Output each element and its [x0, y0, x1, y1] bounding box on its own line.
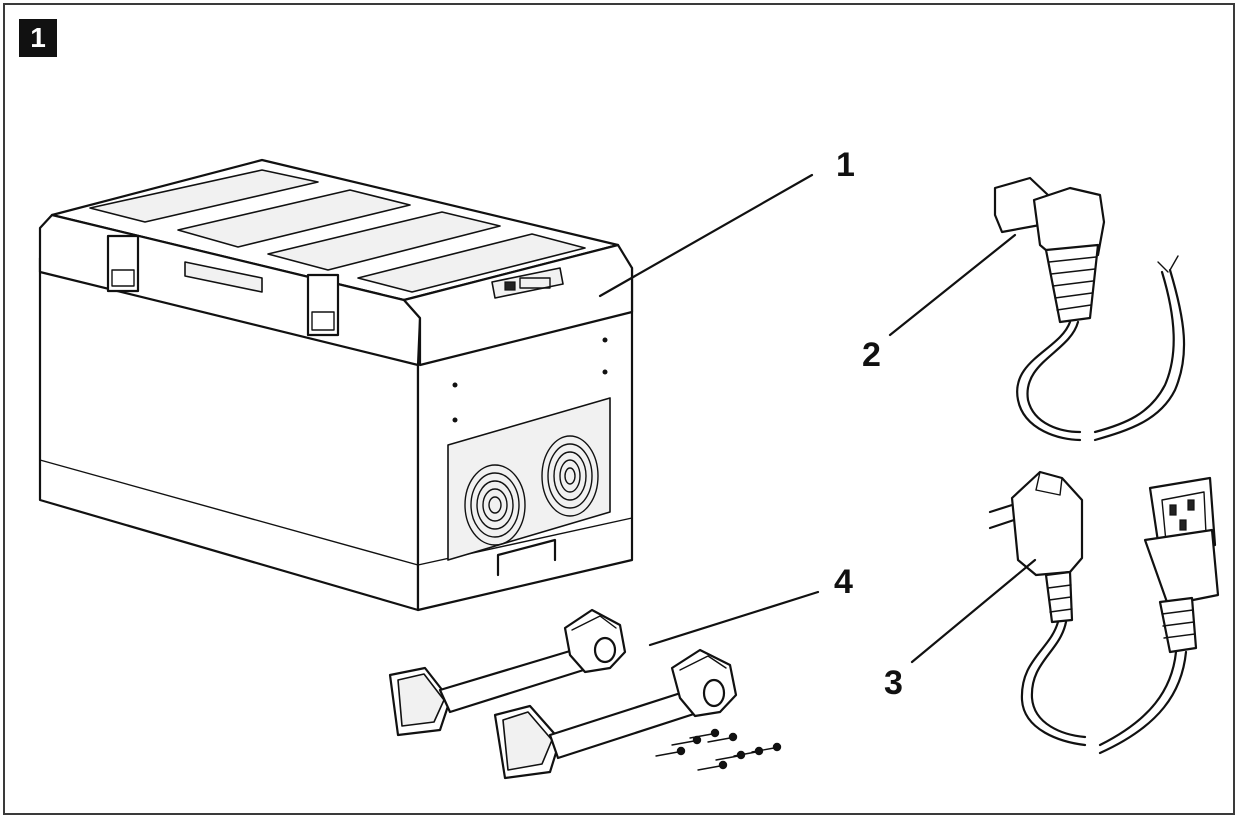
callout-2-label: 2 — [862, 336, 881, 374]
callout-1-leader — [598, 173, 814, 298]
ac-connection-cable — [988, 470, 1220, 755]
fan-grille-icon — [464, 464, 526, 546]
callout-3-leader — [910, 558, 1037, 664]
fan-grille-icon — [541, 435, 599, 517]
callout-4-leader — [648, 590, 820, 647]
dc-connection-cable — [993, 176, 1186, 442]
figure-frame — [3, 3, 1235, 815]
callout-4-label: 4 — [834, 563, 853, 601]
callout-1-label: 1 — [836, 146, 855, 184]
carrying-handles — [388, 608, 782, 780]
cool-box — [38, 158, 634, 612]
screws-icon — [655, 728, 782, 771]
callout-3-label: 3 — [884, 664, 903, 702]
figure-number-badge: 1 — [19, 19, 57, 57]
callout-2-leader — [888, 233, 1017, 337]
